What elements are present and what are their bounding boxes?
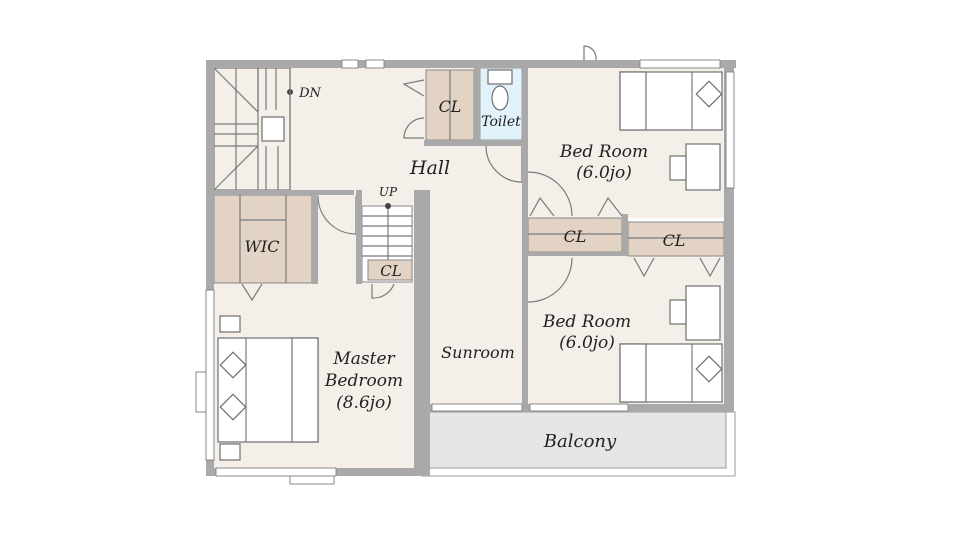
- bed-top: [619, 71, 723, 131]
- desk-top: [669, 143, 721, 191]
- bedroom-bottom-name: Bed Room: [542, 312, 631, 332]
- toilet-label: Toilet: [481, 114, 521, 130]
- master-line1: Master: [332, 349, 395, 369]
- balcony-label: Balcony: [543, 431, 617, 452]
- stair-closet-label: CL: [380, 262, 401, 280]
- desk-bottom: [669, 285, 721, 341]
- stairs-down-label: DN: [298, 86, 321, 101]
- bed-bottom: [619, 343, 723, 403]
- bedroom-top-closet: [527, 217, 623, 253]
- stairs-up-label: UP: [379, 185, 398, 199]
- windows: [195, 45, 735, 485]
- sunroom-label: Sunroom: [441, 343, 515, 362]
- walk-in-closet: [213, 194, 313, 284]
- wic-label: WIC: [244, 237, 279, 256]
- master-bed: [217, 315, 319, 461]
- master-line2: Bedroom: [324, 371, 403, 391]
- closet-label-2: CL: [564, 227, 587, 246]
- bedroom-bottom-closet: [627, 221, 725, 257]
- bedroom-top-name: Bed Room: [559, 142, 648, 162]
- sunroom-floor: [430, 190, 524, 406]
- closet-label-3: CL: [663, 231, 686, 250]
- hall-closet-label: CL: [439, 97, 462, 116]
- hall-label: Hall: [409, 157, 450, 179]
- stairs-up: [361, 203, 413, 283]
- bedroom-top-size: (6.0jo): [576, 163, 632, 183]
- bedroom-bottom-size: (6.0jo): [559, 333, 615, 353]
- master-size: (8.6jo): [336, 393, 392, 413]
